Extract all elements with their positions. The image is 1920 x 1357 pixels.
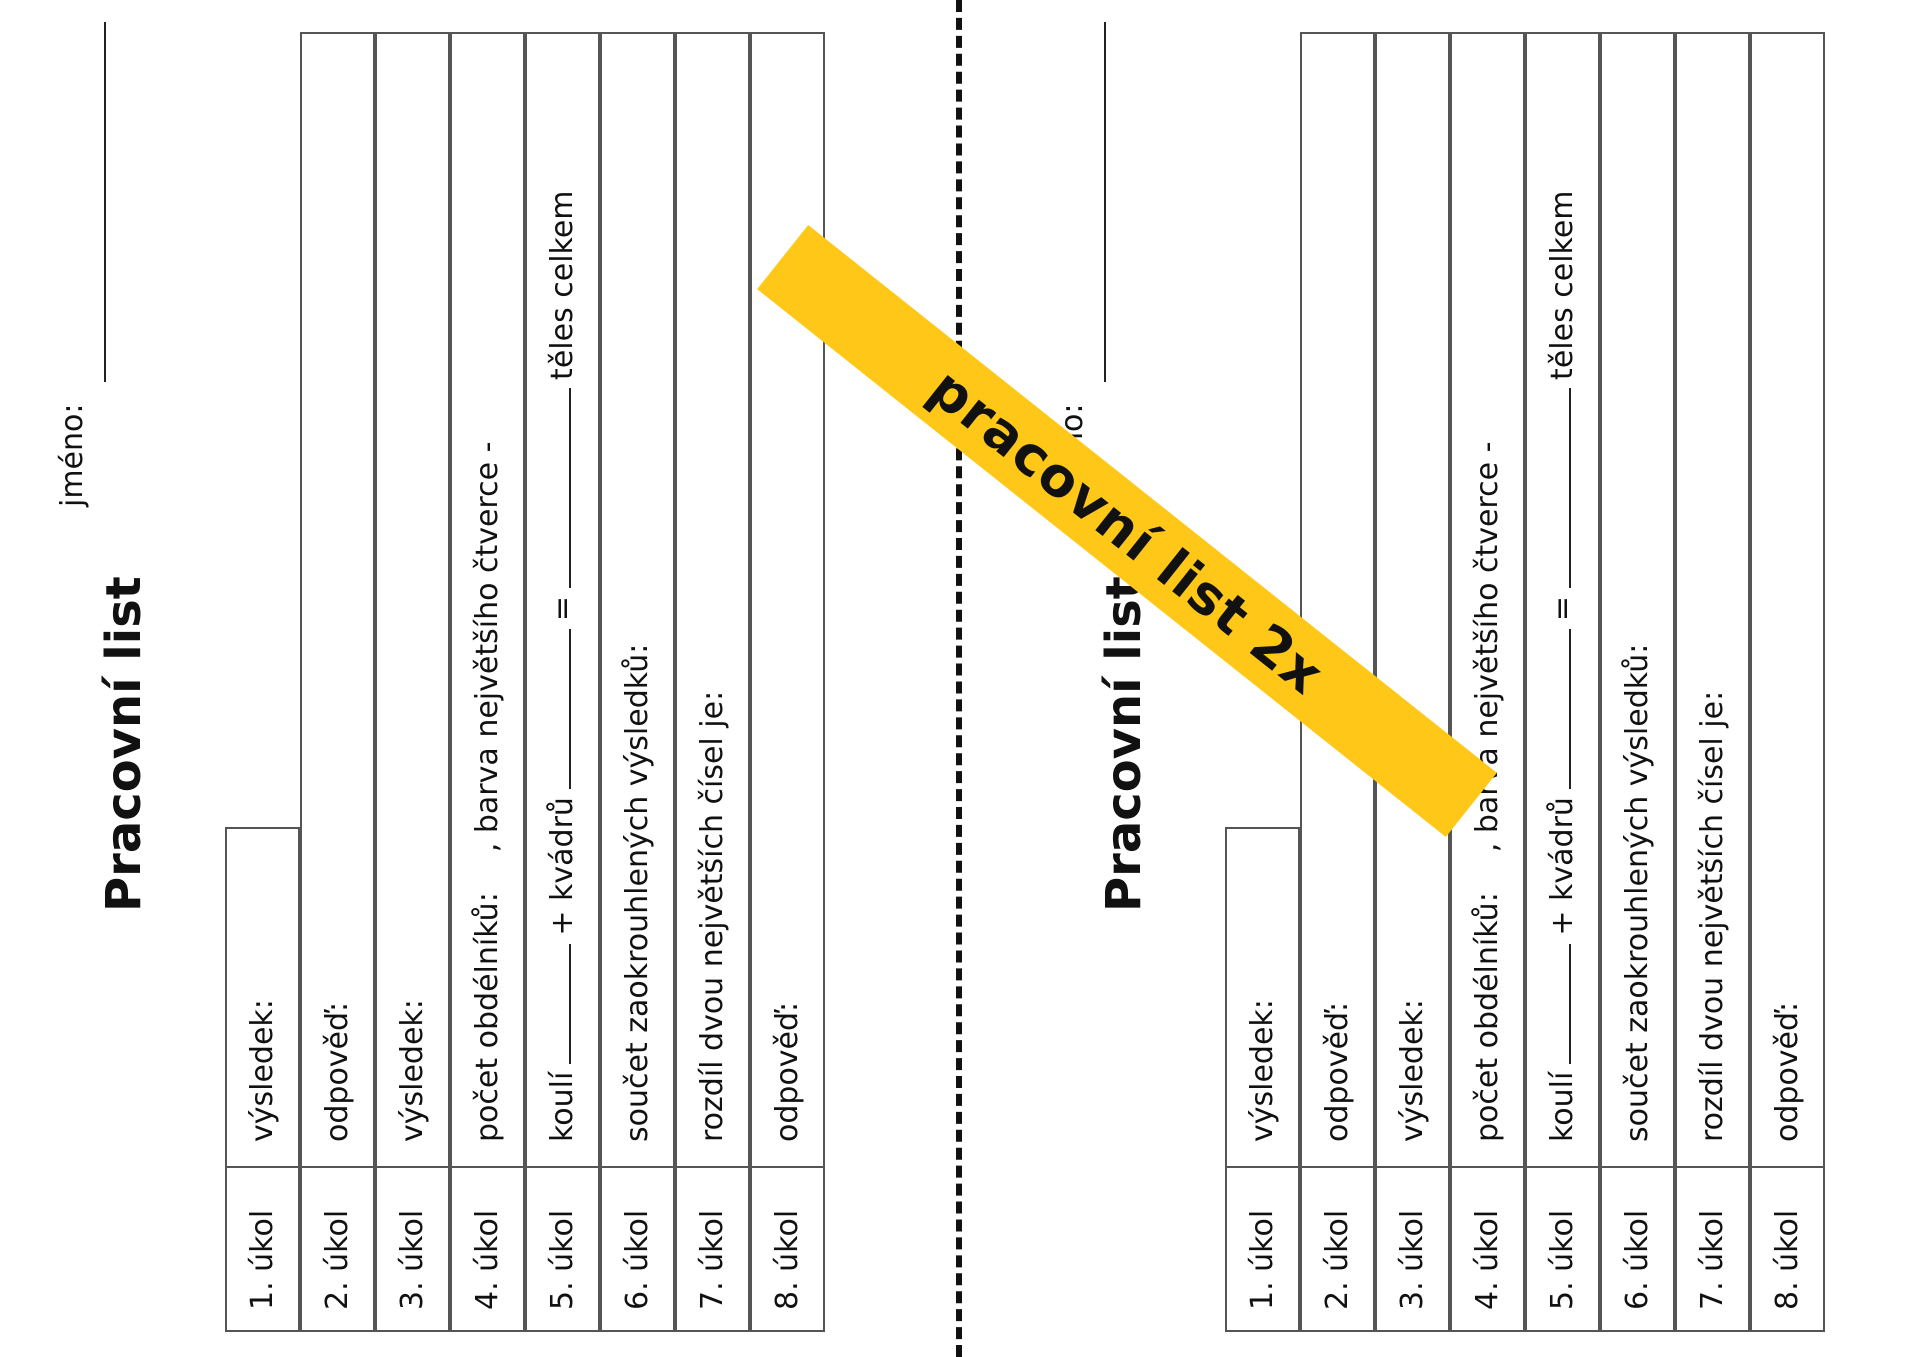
name-label: jméno:	[55, 403, 90, 508]
task-row-1: 1. úkol výsledek:	[225, 827, 300, 1332]
answer-blank[interactable]	[568, 629, 571, 790]
task-number: 5. úkol	[525, 1166, 600, 1332]
task-text-part: koulí	[545, 1071, 580, 1142]
task-row-5: 5. úkol koulí + kvádrů = těles celkem	[525, 32, 600, 1332]
task-row-4: 4. úkol počet obdélníků: , barva největš…	[1450, 32, 1525, 1332]
task-text-part: počet obdélníků:	[1470, 892, 1505, 1142]
task-number: 8. úkol	[750, 1166, 825, 1332]
task-text: výsledek:	[375, 32, 450, 1166]
task-row-7: 7. úkol rozdíl dvou největších čísel je:	[675, 32, 750, 1332]
worksheet-right: Pracovní list jméno: 1. úkol výsledek: 2…	[1000, 0, 1920, 1357]
task-text: výsledek:	[1225, 827, 1300, 1166]
task-row-6: 6. úkol součet zaokrouhlených výsledků:	[600, 32, 675, 1332]
task-number: 6. úkol	[1600, 1166, 1675, 1332]
task-number: 5. úkol	[1525, 1166, 1600, 1332]
task-number: 2. úkol	[1300, 1166, 1375, 1332]
answer-blank[interactable]	[1568, 629, 1571, 790]
task-text-part: těles celkem	[545, 190, 580, 380]
task-number: 3. úkol	[1375, 1166, 1450, 1332]
worksheet-title: Pracovní list	[96, 576, 152, 912]
task-text-part: =	[1545, 595, 1580, 622]
worksheet-left: Pracovní list jméno: 1. úkol výsledek: 2…	[55, 22, 825, 1332]
task-text: koulí + kvádrů = těles celkem	[1525, 32, 1600, 1166]
cut-line-divider	[956, 0, 962, 1357]
worksheet-title: Pracovní list	[1096, 576, 1152, 912]
task-row-6: 6. úkol součet zaokrouhlených výsledků:	[1600, 32, 1675, 1332]
task-number: 1. úkol	[1225, 1166, 1300, 1332]
task-row-3: 3. úkol výsledek:	[1375, 32, 1450, 1332]
name-line	[104, 22, 106, 382]
task-text: výsledek:	[225, 827, 300, 1166]
task-number: 4. úkol	[1450, 1166, 1525, 1332]
task-text-part: + kvádrů	[545, 797, 580, 936]
task-text: součet zaokrouhlených výsledků:	[600, 32, 675, 1166]
task-row-8: 8. úkol odpověď:	[750, 32, 825, 1332]
task-number: 1. úkol	[225, 1166, 300, 1332]
task-text: koulí + kvádrů = těles celkem	[525, 32, 600, 1166]
task-row-7: 7. úkol rozdíl dvou největších čísel je:	[1675, 32, 1750, 1332]
task-row-5: 5. úkol koulí + kvádrů = těles celkem	[1525, 32, 1600, 1332]
task-text-part: těles celkem	[1545, 190, 1580, 380]
task-text-part: koulí	[1545, 1071, 1580, 1142]
task-text: počet obdélníků: , barva největšího čtve…	[450, 32, 525, 1166]
task-number: 7. úkol	[675, 1166, 750, 1332]
task-text-part: , barva největšího čtverce -	[470, 441, 505, 853]
task-text-part: + kvádrů	[1545, 797, 1580, 936]
answer-blank[interactable]	[568, 387, 571, 588]
task-number: 2. úkol	[300, 1166, 375, 1332]
task-row-4: 4. úkol počet obdélníků: , barva největš…	[450, 32, 525, 1332]
task-text: odpověď:	[750, 32, 825, 1166]
answer-blank[interactable]	[1568, 943, 1571, 1064]
task-text-part: =	[545, 595, 580, 622]
task-text: rozdíl dvou největších čísel je:	[1675, 32, 1750, 1166]
task-row-2: 2. úkol odpověď:	[300, 32, 375, 1332]
task-text: výsledek:	[1375, 32, 1450, 1166]
task-row-8: 8. úkol odpověď:	[1750, 32, 1825, 1332]
task-number: 3. úkol	[375, 1166, 450, 1332]
task-text-part: počet obdélníků:	[470, 892, 505, 1142]
task-number: 4. úkol	[450, 1166, 525, 1332]
task-row-3: 3. úkol výsledek:	[375, 32, 450, 1332]
answer-blank[interactable]	[1568, 387, 1571, 588]
name-line	[1104, 22, 1106, 382]
task-text: odpověď:	[300, 32, 375, 1166]
task-number: 6. úkol	[600, 1166, 675, 1332]
task-row-1: 1. úkol výsledek:	[1225, 827, 1300, 1332]
task-text: odpověď:	[1750, 32, 1825, 1166]
task-text: součet zaokrouhlených výsledků:	[1600, 32, 1675, 1166]
task-text: počet obdélníků: , barva největšího čtve…	[1450, 32, 1525, 1166]
task-number: 7. úkol	[1675, 1166, 1750, 1332]
task-number: 8. úkol	[1750, 1166, 1825, 1332]
answer-blank[interactable]	[568, 943, 571, 1064]
task-text: rozdíl dvou největších čísel je:	[675, 32, 750, 1166]
task-text: odpověď:	[1300, 32, 1375, 1166]
